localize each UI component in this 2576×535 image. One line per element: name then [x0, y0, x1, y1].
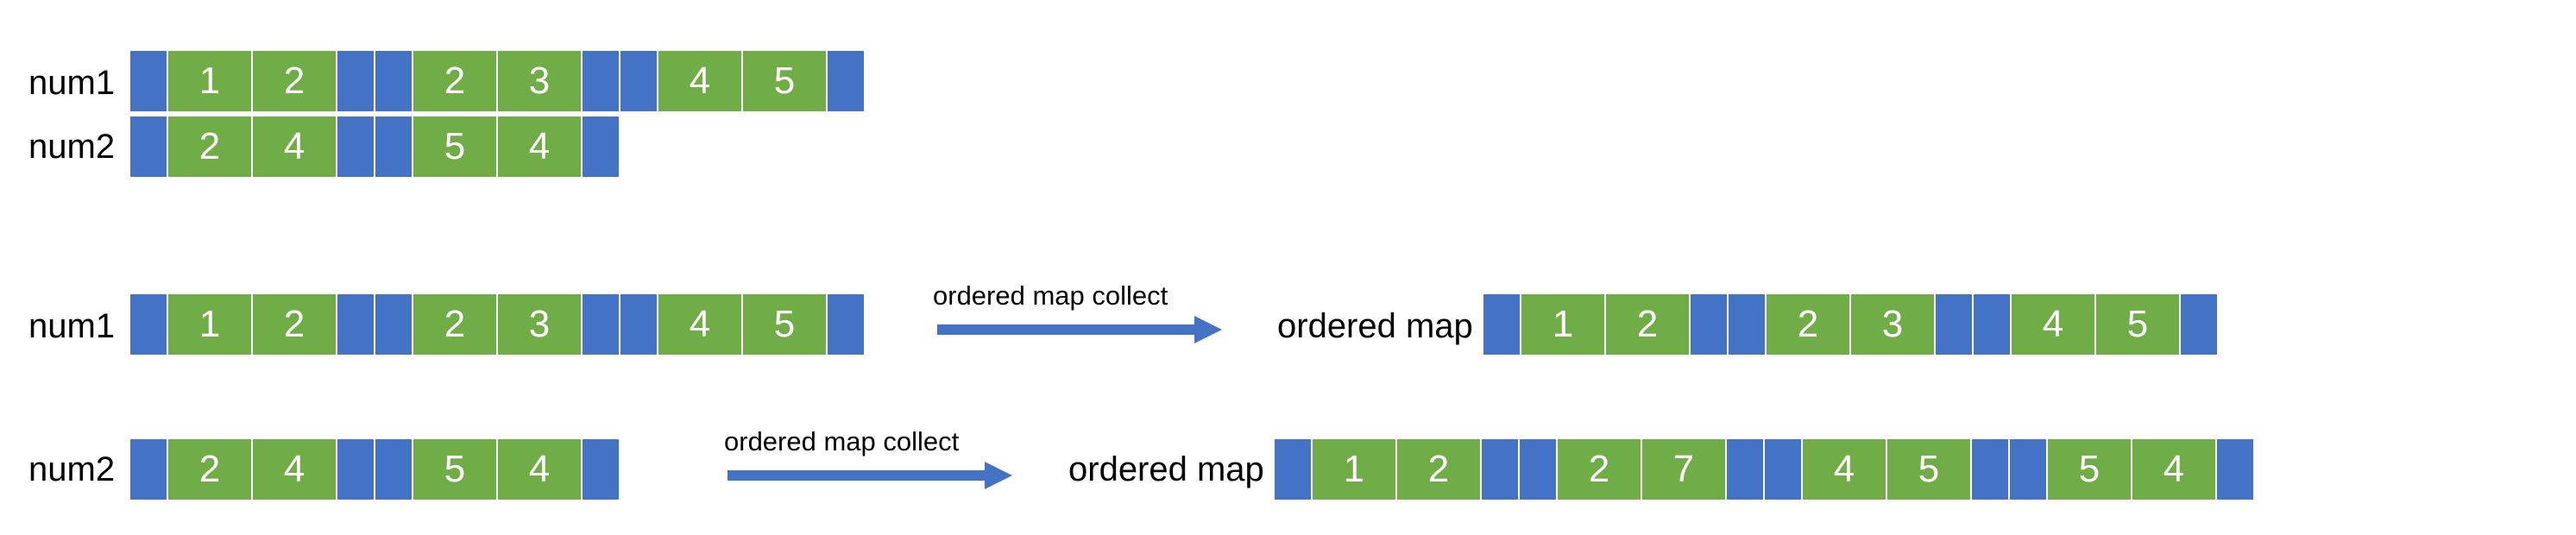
row3-result-array-value-cell: 1: [1521, 293, 1605, 356]
row3-array-value-cell: 4: [658, 293, 742, 356]
row3-array-value-cell: 1: [167, 293, 252, 356]
row3-result-array-separator-cell: [1483, 293, 1521, 356]
row4-array-value-cell: 4: [497, 438, 582, 500]
row4-result-array-separator-cell: [2216, 438, 2254, 500]
row3-array-separator-cell: [129, 293, 167, 356]
row2-label: num2: [28, 128, 116, 166]
row4-result-array-separator-cell: [1274, 438, 1312, 500]
row2-array-separator-cell: [129, 116, 167, 178]
row3-array-separator-cell: [337, 293, 375, 356]
row4-result-array-separator-cell: [1726, 438, 1764, 500]
row1-array-value-cell: 5: [742, 50, 827, 112]
row2-array-value-cell: 4: [497, 116, 582, 178]
row3-result-array-value-cell: 3: [1850, 293, 1935, 356]
row4-result-array-value-cell: 7: [1641, 438, 1726, 500]
row1-array-value-cell: 3: [497, 50, 582, 112]
row4-result-array-value-cell: 2: [1557, 438, 1641, 500]
row3-result-array-separator-cell: [1690, 293, 1728, 356]
row3-arrow-right-icon: [937, 316, 1222, 343]
row4-result-array-value-cell: 5: [1886, 438, 1971, 500]
row3-array-value-cell: 2: [413, 293, 497, 356]
row3-array-separator-cell: [582, 293, 620, 356]
row4-arrow-caption: ordered map collect: [724, 426, 960, 456]
row2-array-value-cell: 5: [413, 116, 497, 178]
row1-array-value-cell: 1: [167, 50, 252, 112]
row4-array-value-cell: 4: [252, 438, 337, 500]
row3-label: num1: [28, 307, 116, 345]
row1-array-value-cell: 4: [658, 50, 742, 112]
row1-array-separator-cell: [582, 50, 620, 112]
row2-array-separator-cell: [375, 116, 413, 178]
row3-array-separator-cell: [620, 293, 658, 356]
row4-array-value-cell: 5: [413, 438, 497, 500]
row4-result-array-separator-cell: [1971, 438, 2009, 500]
row4-result-array-value-cell: 5: [2047, 438, 2132, 500]
row4-result-array-separator-cell: [1519, 438, 1557, 500]
row3-result-array-separator-cell: [1728, 293, 1766, 356]
row4-result-label: ordered map: [1068, 450, 1264, 488]
row4-result-array-value-cell: 2: [1396, 438, 1481, 500]
row4-result-array-separator-cell: [2009, 438, 2047, 500]
row1-array-separator-cell: [337, 50, 375, 112]
row1-array-separator-cell: [375, 50, 413, 112]
row4-result-array-value-cell: 4: [2132, 438, 2216, 500]
row4-result-array-separator-cell: [1481, 438, 1519, 500]
row4-result-array-value-cell: 1: [1312, 438, 1396, 500]
row4-array-separator-cell: [582, 438, 620, 500]
row4-label: num2: [28, 450, 116, 488]
row4-result-array-value-cell: 4: [1802, 438, 1886, 500]
row3-array-value-cell: 2: [252, 293, 337, 356]
row3-array-value-cell: 3: [497, 293, 582, 356]
row1-label: num1: [28, 64, 116, 102]
row4-arrow-right-icon: [727, 462, 1012, 489]
row3-array-separator-cell: [827, 293, 865, 356]
row2-array-separator-cell: [337, 116, 375, 178]
row4-result-array-separator-cell: [1764, 438, 1802, 500]
row3-array-value-cell: 5: [742, 293, 827, 356]
row3-result-array-value-cell: 2: [1605, 293, 1690, 356]
row4-array-separator-cell: [375, 438, 413, 500]
row3-result-array-separator-cell: [2180, 293, 2218, 356]
row3-arrow-caption: ordered map collect: [933, 280, 1168, 311]
row3-result-array-separator-cell: [1935, 293, 1973, 356]
row1-array-value-cell: 2: [413, 50, 497, 112]
row3-result-array-value-cell: 4: [2011, 293, 2095, 356]
row3-result-array-value-cell: 5: [2095, 293, 2180, 356]
row4-array-separator-cell: [337, 438, 375, 500]
row1-array-separator-cell: [129, 50, 167, 112]
row3-result-array-value-cell: 2: [1766, 293, 1850, 356]
row2-array-value-cell: 4: [252, 116, 337, 178]
row2-array-separator-cell: [582, 116, 620, 178]
row3-array-separator-cell: [375, 293, 413, 356]
row4-array-separator-cell: [129, 438, 167, 500]
row1-array-separator-cell: [827, 50, 865, 112]
row1-array-separator-cell: [620, 50, 658, 112]
row3-result-array-separator-cell: [1973, 293, 2011, 356]
row3-result-label: ordered map: [1277, 307, 1473, 345]
row1-array-value-cell: 2: [252, 50, 337, 112]
row4-array-value-cell: 2: [167, 438, 252, 500]
row2-array-value-cell: 2: [167, 116, 252, 178]
